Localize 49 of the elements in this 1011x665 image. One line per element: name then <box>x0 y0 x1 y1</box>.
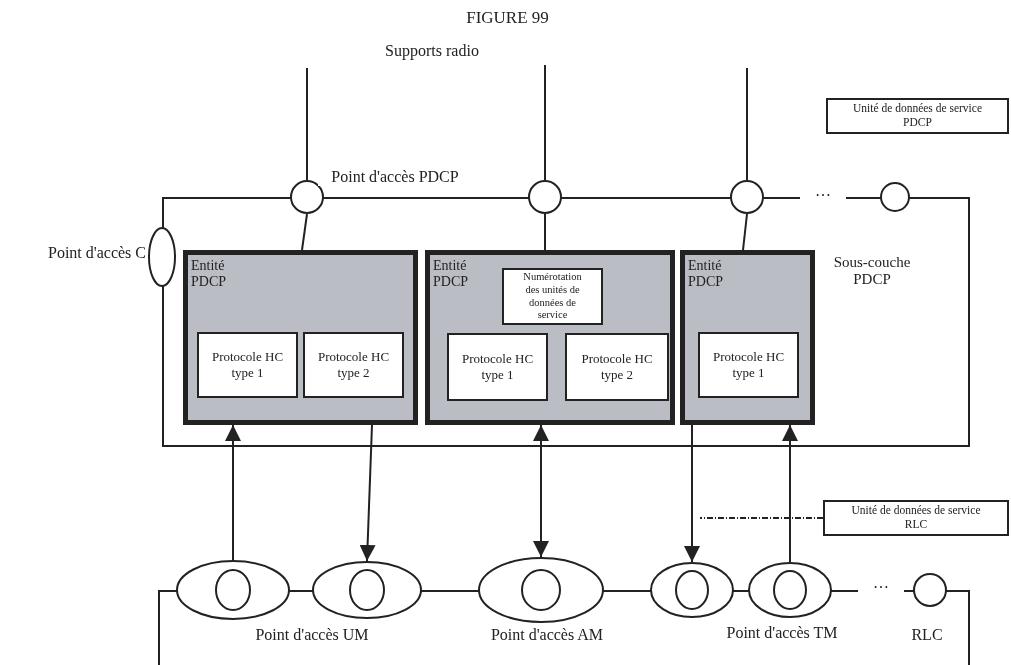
label-text: RLC <box>910 626 944 645</box>
label-text: Entité PDCP <box>191 258 228 291</box>
label-text: Numérotation des unités de données de service <box>522 271 583 322</box>
protocol-box <box>197 332 298 398</box>
access-point-circle <box>913 573 947 607</box>
arrow <box>782 424 798 563</box>
access-point-ellipse <box>176 560 290 620</box>
entity-box <box>183 250 418 425</box>
label-text: Protocole HC type 1 <box>711 349 786 381</box>
sublayer-box <box>162 197 970 447</box>
access-point-circle <box>878 182 912 212</box>
arrow <box>533 424 549 558</box>
label-text: Unité de données de service PDCP <box>852 102 983 130</box>
note-box <box>826 98 1009 134</box>
access-point-ellipse <box>478 557 604 623</box>
label-text: Entité PDCP <box>688 258 725 291</box>
protocol-box <box>447 333 548 401</box>
protocol-box <box>565 333 669 401</box>
protocol-box <box>698 332 799 398</box>
protocol-box <box>303 332 404 398</box>
label-text: Sous-couche PDCP <box>832 254 912 289</box>
access-point-ellipse <box>748 562 832 618</box>
access-point-ellipse <box>312 561 422 619</box>
access-point-circle <box>290 180 324 214</box>
label-text: Protocole HC type 2 <box>580 351 654 383</box>
leader-line <box>699 517 824 519</box>
connector-line <box>746 67 748 181</box>
arrow <box>684 424 700 563</box>
connector-line <box>742 213 748 251</box>
access-point-ellipse <box>650 562 734 618</box>
entity-box <box>680 250 815 425</box>
access-point-ellipse <box>148 227 176 287</box>
arrow <box>225 424 241 561</box>
label-text: Protocole HC type 1 <box>460 351 535 383</box>
connector-line <box>306 67 308 181</box>
numbering-box <box>502 268 603 325</box>
label-text: Entité PDCP <box>433 258 470 291</box>
figure-title: FIGURE 99 <box>465 8 550 28</box>
access-point-circle <box>730 180 764 214</box>
connector-line <box>544 64 546 181</box>
entity-box <box>425 250 675 425</box>
connector-line <box>544 213 546 251</box>
note-box <box>823 500 1009 536</box>
access-point-circle <box>528 180 562 214</box>
connector-line <box>301 213 308 251</box>
arrow <box>359 424 376 562</box>
label-text: Protocole HC type 1 <box>210 349 285 381</box>
label-text: Protocole HC type 2 <box>316 349 391 381</box>
label-text: Unité de données de service RLC <box>850 504 982 532</box>
